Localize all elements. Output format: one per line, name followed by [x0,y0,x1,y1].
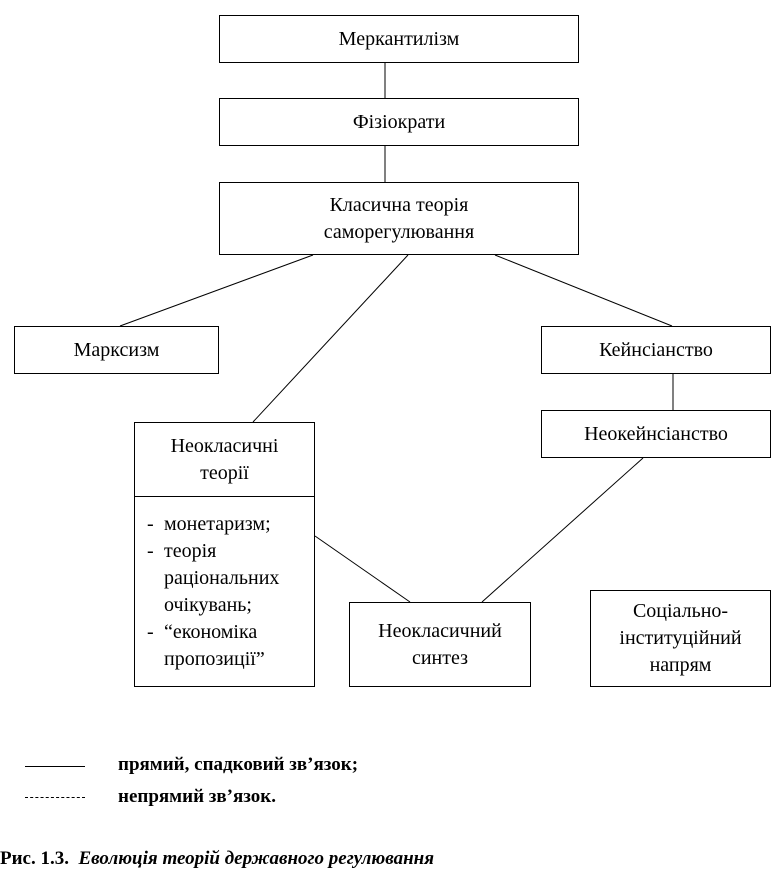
node-keynesianism-label: Кейнсіанство [599,338,713,361]
link-classical-marxism [119,254,314,327]
node-neoclassical-label-line1: Неокласичні [170,434,279,457]
list-item: - монетаризм; [147,511,314,538]
caption-label: Рис. 1.3. [0,848,69,869]
node-neo-keynesianism: Неокейнсіанство [541,410,771,458]
node-mercantilism-label: Меркантилізм [338,27,460,50]
node-social-institutional: Соціально- інституційний напрям [590,590,771,687]
node-classical-label-line2: саморегулювання [323,220,475,243]
node-keynesianism: Кейнсіанство [541,326,771,374]
node-neoclassical-list: - монетаризм; - теорія раціональних очік… [135,497,314,673]
legend-direct: прямий, спадковий зв’язок; [118,754,359,775]
node-marxism-label: Марксизм [73,338,160,361]
link-neokeynesianism-synthesis [481,457,644,603]
legend-dashed-line [25,797,85,798]
node-neoclassical-theories: Неокласичні теорії - монетаризм; - теорі… [134,422,315,687]
link-neoclassical-synthesis [314,535,411,603]
node-social-label-line3: напрям [649,654,712,676]
neoclassical-item-rational-expectations: теорія раціональних очікувань; [164,540,280,616]
list-item: - “економіка пропозиції” [147,619,314,673]
node-synthesis-label-line1: Неокласичний [378,619,502,642]
link-classical-neoclassical [252,254,409,423]
legend-indirect: непрямий зв’язок. [118,786,276,807]
node-social-label-line2: інституційний [619,627,742,649]
list-item: - теорія раціональних очікувань; [147,538,314,619]
node-neoclassical-label-line2: теорії [200,461,249,484]
figure-caption: Рис. 1.3. Еволюція теорій державного рег… [0,848,434,870]
node-marxism: Марксизм [14,326,219,374]
caption-title: Еволюція теорій державного регулювання [78,848,435,869]
node-neoclassical-header: Неокласичні теорії [135,423,314,497]
legend-solid-line [25,766,85,767]
node-social-label-line1: Соціально- [632,600,729,622]
node-physiocrats-label: Фізіократи [352,110,446,133]
link-classical-keynesianism [494,254,673,327]
node-neo-keynesianism-label: Неокейнсіанство [584,422,728,445]
node-synthesis-label-line2: синтез [411,646,469,669]
node-mercantilism: Меркантилізм [219,15,579,63]
neoclassical-item-monetarism: монетаризм; [164,513,271,535]
neoclassical-item-supply-side: “економіка пропозиції” [164,621,265,670]
node-physiocrats: Фізіократи [219,98,579,146]
node-neoclassical-synthesis: Неокласичний синтез [349,602,531,687]
node-classical-label-line1: Класична теорія [329,193,469,216]
node-classical-theory: Класична теорія саморегулювання [219,182,579,255]
